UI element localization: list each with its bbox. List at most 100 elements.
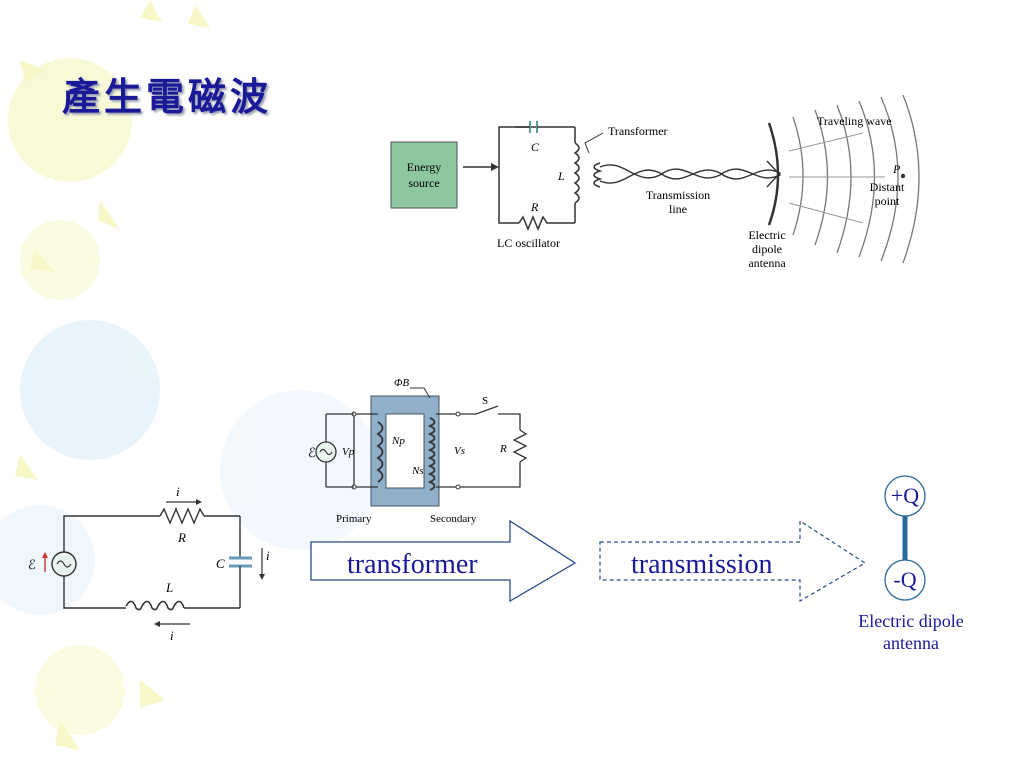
traveling-wave-label: Traveling wave — [817, 114, 892, 128]
secondary-label: Secondary — [430, 513, 477, 525]
load-resistor — [512, 429, 528, 463]
rlc-inductor — [125, 600, 185, 611]
page-title: 產生電磁波 — [62, 74, 273, 119]
rlc-capacitor-label: C — [216, 556, 225, 571]
primary-coil — [376, 421, 384, 483]
current-right-label: i — [266, 548, 270, 563]
distant-point-label-1: Distant — [870, 180, 905, 194]
emf-direction-arrow-head — [42, 552, 48, 558]
transformer-leader — [584, 132, 604, 154]
flux-leader — [410, 387, 431, 399]
energy-source-label-2: source — [408, 176, 439, 190]
transformer-arrow-label: transformer — [347, 549, 478, 580]
rlc-ac-source-symbol — [56, 560, 72, 568]
positive-charge — [884, 475, 926, 517]
rlc-resistor-label: R — [177, 530, 186, 545]
dipole-caption-line-1: Electric dipole — [858, 611, 964, 631]
ray-arrow-1 — [788, 132, 864, 152]
switch-label: S — [482, 395, 488, 407]
ray-5 — [30, 250, 55, 272]
balloon-blue-2 — [0, 505, 95, 615]
point-marker — [900, 173, 906, 179]
current-top-arrow-head — [196, 499, 202, 505]
balloon-yellow-2 — [20, 220, 100, 300]
ray-1 — [140, 0, 162, 22]
positive-charge-label: +Q — [891, 483, 919, 508]
wavefront-5 — [880, 96, 899, 262]
ray-3 — [20, 60, 45, 82]
balloon-yellow-1 — [8, 58, 132, 182]
wavefront-6 — [902, 95, 920, 264]
antenna-label-3: antenna — [748, 256, 786, 270]
negative-charge-label: -Q — [893, 567, 916, 592]
ray-6 — [15, 455, 38, 480]
energy-source-box — [390, 141, 458, 209]
primary-wire — [353, 413, 378, 488]
np-label: Np — [391, 435, 405, 447]
secondary-wire-right — [498, 413, 521, 430]
antenna-label-2: dipole — [752, 242, 782, 256]
current-top-label: i — [176, 484, 180, 499]
wavefront-2 — [814, 109, 829, 246]
r-label: R — [499, 443, 507, 455]
distant-point-label-2: point — [875, 194, 900, 208]
transmission-arrow-label: transmission — [631, 549, 773, 580]
lc-oscillator-label: LC oscillator — [497, 236, 560, 250]
ray-2 — [188, 5, 210, 28]
source-arrow-head — [491, 163, 499, 171]
switch-blade — [475, 405, 499, 415]
primary-label: Primary — [336, 513, 372, 525]
vp-label: Vp — [342, 446, 355, 458]
transformer-core-window — [385, 413, 425, 489]
rlc-emf-label: ℰ — [28, 557, 36, 572]
secondary-coil — [427, 417, 436, 491]
point-label: P — [892, 162, 901, 176]
rlc-wire-top-left — [63, 515, 160, 552]
transformer-diagram: ΦB ℰ Vp Np Ns S R Vs Primary Secondary — [308, 377, 528, 525]
transformer-label: Transformer — [608, 124, 668, 138]
ray-8 — [55, 720, 80, 750]
balloon-yellow-3 — [35, 645, 125, 735]
resistor-label: R — [530, 200, 539, 214]
transformer-secondary-coil — [593, 162, 603, 188]
secondary-terminal-top — [455, 411, 461, 417]
transmission-arrow — [599, 519, 867, 603]
process-arrows: transformer transmission — [310, 519, 867, 603]
em-wave-generation-diagram: Energy source C L R LC oscillator Transf… — [390, 95, 920, 270]
dipole-antenna — [767, 122, 780, 226]
ray-4 — [98, 200, 120, 230]
emf-label: ℰ — [308, 445, 316, 460]
capacitor-label: C — [531, 140, 540, 154]
transformer-arrow — [310, 519, 577, 603]
dipole-caption: Electric dipole antenna — [828, 610, 994, 654]
secondary-wire-bottom — [436, 462, 521, 488]
ray-7 — [140, 680, 165, 708]
ac-source-symbol — [319, 448, 333, 456]
wavefront-1 — [792, 116, 804, 236]
rlc-resistor — [159, 507, 205, 525]
transmission-line-label-1: Transmission — [646, 188, 710, 202]
rlc-circuit-diagram: i R C i L i ℰ — [28, 484, 270, 643]
lc-resistor — [518, 215, 575, 231]
current-bottom-arrow-head — [154, 621, 160, 627]
secondary-terminal-bottom — [455, 484, 461, 490]
transmission-line-label-2: line — [669, 202, 687, 216]
antenna-label-1: Electric — [748, 228, 785, 242]
balloon-blue-1 — [20, 320, 160, 460]
transmission-wire-2 — [599, 169, 782, 188]
rlc-wire-bottom-left — [63, 576, 126, 609]
energy-source-label-1: Energy — [407, 160, 441, 174]
flux-label: ΦB — [394, 377, 409, 389]
rlc-inductor-label: L — [165, 580, 173, 595]
current-bottom-label: i — [170, 628, 174, 643]
dipole-diagram: +Q -Q — [884, 475, 926, 601]
current-right-arrow-head — [259, 574, 265, 580]
lc-inductor — [573, 142, 580, 204]
balloon-blue-3 — [220, 390, 380, 550]
inductor-label: L — [557, 169, 565, 183]
vs-label: Vs — [454, 445, 465, 457]
negative-charge — [884, 559, 926, 601]
dipole-caption-line-2: antenna — [883, 633, 939, 653]
